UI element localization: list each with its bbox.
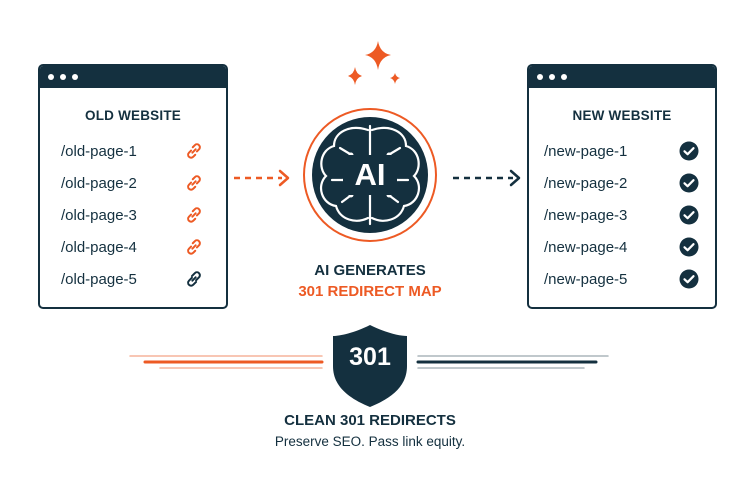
list-item: /new-page-5 [544,263,715,295]
new-page-label: /new-page-5 [544,270,628,288]
list-item: /new-page-4 [544,231,715,263]
window-dot [48,74,54,80]
old-website-title: OLD WEBSITE [85,108,181,123]
dashed-arrow-left [234,169,290,187]
broken-link-icon [184,237,204,257]
new-page-label: /new-page-1 [544,142,628,160]
list-item: /old-page-3 [61,199,226,231]
ai-badge-text: AI [354,157,386,192]
old-page-label: /old-page-1 [61,142,137,160]
new-page-label: /new-page-3 [544,206,628,224]
new-website-title: NEW WEBSITE [572,108,672,123]
list-item: /old-page-5 [61,263,226,295]
old-page-label: /old-page-4 [61,238,137,256]
list-item: /old-page-2 [61,167,226,199]
old-website-window: OLD WEBSITE /old-page-1 /old-page-2 /old… [38,64,228,309]
shield-code: 301 [349,343,391,371]
list-item: /new-page-2 [544,167,715,199]
window-title-bar [529,66,715,88]
list-item: /old-page-4 [61,231,226,263]
ai-brain-icon [303,108,437,242]
window-title-bar [40,66,226,88]
check-circle-icon [679,173,699,193]
window-dot [60,74,66,80]
old-page-label: /old-page-3 [61,206,137,224]
list-item: /old-page-1 [61,135,226,167]
new-page-label: /new-page-4 [544,238,628,256]
sparkle-icon [348,41,400,85]
check-circle-icon [679,141,699,161]
list-item: /new-page-3 [544,199,715,231]
new-page-label: /new-page-2 [544,174,628,192]
new-website-window: NEW WEBSITE /new-page-1 /new-page-2 /new… [527,64,717,309]
check-circle-icon [679,237,699,257]
broken-link-icon [184,173,204,193]
old-page-label: /old-page-5 [61,270,137,288]
check-circle-icon [679,205,699,225]
window-dot [72,74,78,80]
broken-link-icon [184,141,204,161]
list-item: /new-page-1 [544,135,715,167]
speed-lines-left [129,355,324,369]
new-pages-list: /new-page-1 /new-page-2 /new-page-3 /new… [529,135,715,295]
window-dot [537,74,543,80]
window-dot [549,74,555,80]
ai-caption-line2: 301 REDIRECT MAP [298,283,442,300]
shield-icon [333,325,407,407]
broken-link-icon [184,205,204,225]
dashed-arrow-right [453,169,521,187]
speed-lines-right [416,355,609,369]
footer-title: CLEAN 301 REDIRECTS [284,412,456,429]
link-icon [184,269,204,289]
old-pages-list: /old-page-1 /old-page-2 /old-page-3 /old… [40,135,226,295]
footer-subtitle: Preserve SEO. Pass link equity. [274,434,466,449]
check-circle-icon [679,269,699,289]
window-dot [561,74,567,80]
ai-caption-line1: AI GENERATES [314,262,426,279]
old-page-label: /old-page-2 [61,174,137,192]
